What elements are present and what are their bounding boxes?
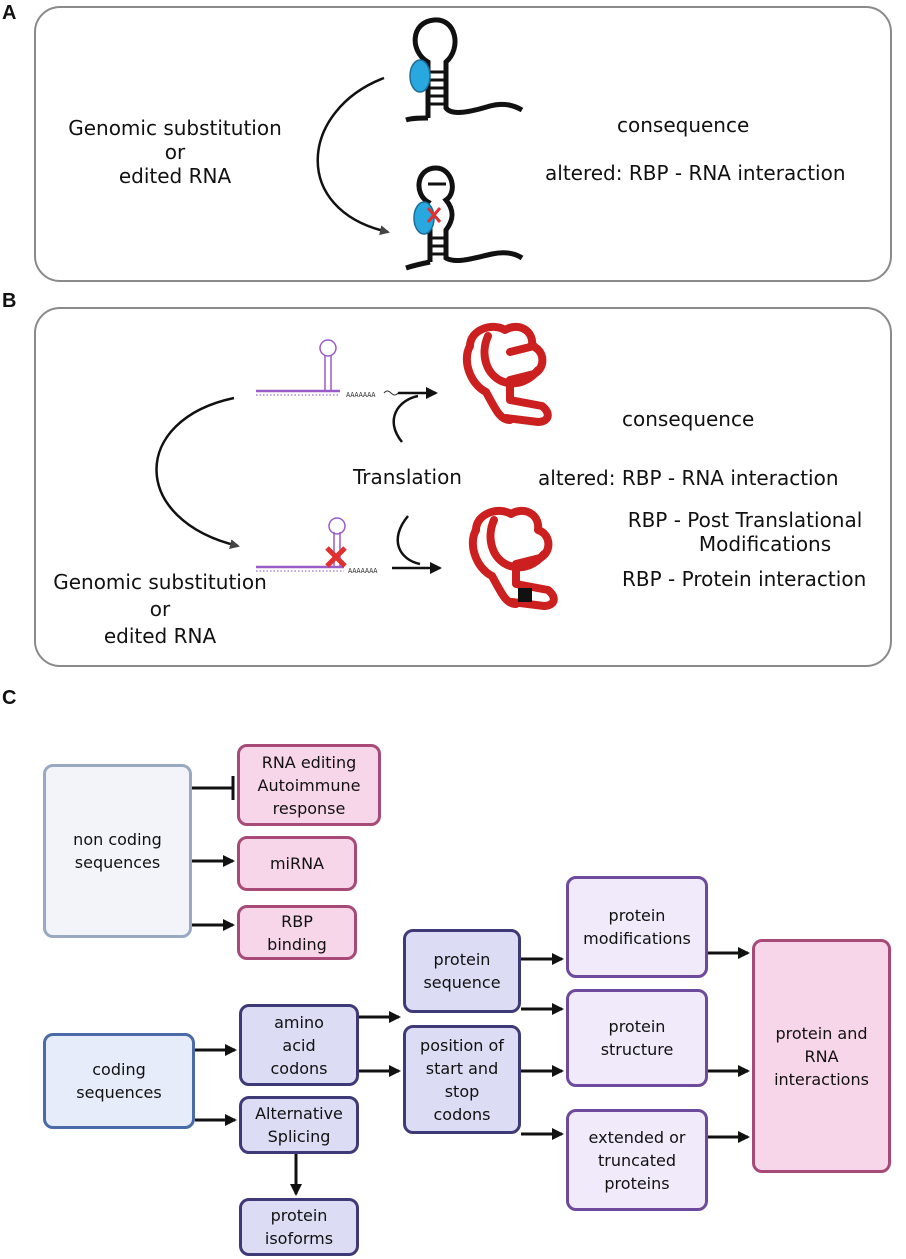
box-rna-editing: RNA editing Autoimmune response	[237, 744, 381, 826]
panel-b-consequence-item-2: RBP - Post Translational Modifications	[600, 508, 890, 556]
b-source-line-2: or	[149, 597, 171, 621]
panel-b-translation-label: Translation	[353, 465, 462, 489]
box-protein-rna-interactions: protein and RNA interactions	[752, 939, 891, 1173]
box-non-coding-sequences: non coding sequences	[43, 764, 192, 938]
box-protein-isoforms: protein isoforms	[239, 1198, 359, 1256]
box-mirna: miRNA	[237, 836, 357, 891]
panel-a-source-text: Genomic substitution or edited RNA	[60, 116, 290, 188]
source-line-1: Genomic substitution	[68, 116, 282, 140]
translation-curve-top	[392, 394, 419, 443]
inhibition-arrow	[192, 776, 235, 800]
source-line-3: edited RNA	[118, 164, 232, 188]
polya-tail-bottom: AAAAAAA	[348, 567, 378, 575]
b-source-line-1: Genomic substitution	[53, 570, 267, 594]
protein-normal-icon	[462, 322, 552, 426]
ptm-square-icon	[518, 588, 532, 602]
panel-a	[34, 6, 892, 282]
box-protein-structure: protein structure	[566, 989, 708, 1087]
mrna-normal	[256, 339, 399, 396]
box-alternative-splicing: Alternative Splicing	[239, 1096, 359, 1154]
panel-b	[34, 307, 892, 667]
box-coding-sequences: coding sequences	[43, 1033, 195, 1129]
panel-b-consequence-item-1: altered: RBP - RNA interaction	[538, 466, 839, 490]
box-extended-truncated: extended or truncated proteins	[566, 1109, 708, 1211]
box-protein-sequence: protein sequence	[403, 929, 521, 1013]
rna-hairpin-edited	[405, 165, 524, 271]
panel-b-source-text: Genomic substitution or edited RNA	[40, 569, 280, 650]
panel-a-consequence-item: altered: RBP - RNA interaction	[545, 161, 846, 185]
panel-b-label: B	[2, 290, 17, 312]
protein-modified-icon	[468, 506, 558, 610]
panel-a-label: A	[2, 2, 17, 24]
panel-c-label: C	[2, 687, 17, 709]
panel-b-consequence-title: consequence	[622, 407, 755, 431]
translation-curve-bottom	[396, 515, 421, 566]
rbp-protein-normal	[409, 59, 431, 93]
panel-b-consequence-item-4: RBP - Protein interaction	[622, 567, 867, 591]
box-amino-acid-codons: amino acid codons	[239, 1004, 359, 1086]
rna-hairpin-normal	[405, 17, 524, 123]
ptm-line-2: Modifications	[698, 532, 832, 556]
panel-b-curved-arrow	[155, 396, 240, 549]
ptm-line-1: RBP - Post Translational	[627, 508, 863, 532]
box-protein-modifications: protein modifications	[566, 876, 708, 978]
box-position-codons: position of start and stop codons	[403, 1025, 521, 1134]
panel-a-curved-arrow	[316, 76, 390, 236]
mrna-mutated	[256, 517, 347, 572]
b-source-line-3: edited RNA	[103, 624, 217, 648]
box-rbp-binding: RBP binding	[237, 905, 357, 960]
panel-a-consequence-title: consequence	[617, 113, 750, 137]
source-line-2: or	[164, 140, 186, 164]
polya-tail-top: AAAAAAA	[346, 391, 376, 399]
